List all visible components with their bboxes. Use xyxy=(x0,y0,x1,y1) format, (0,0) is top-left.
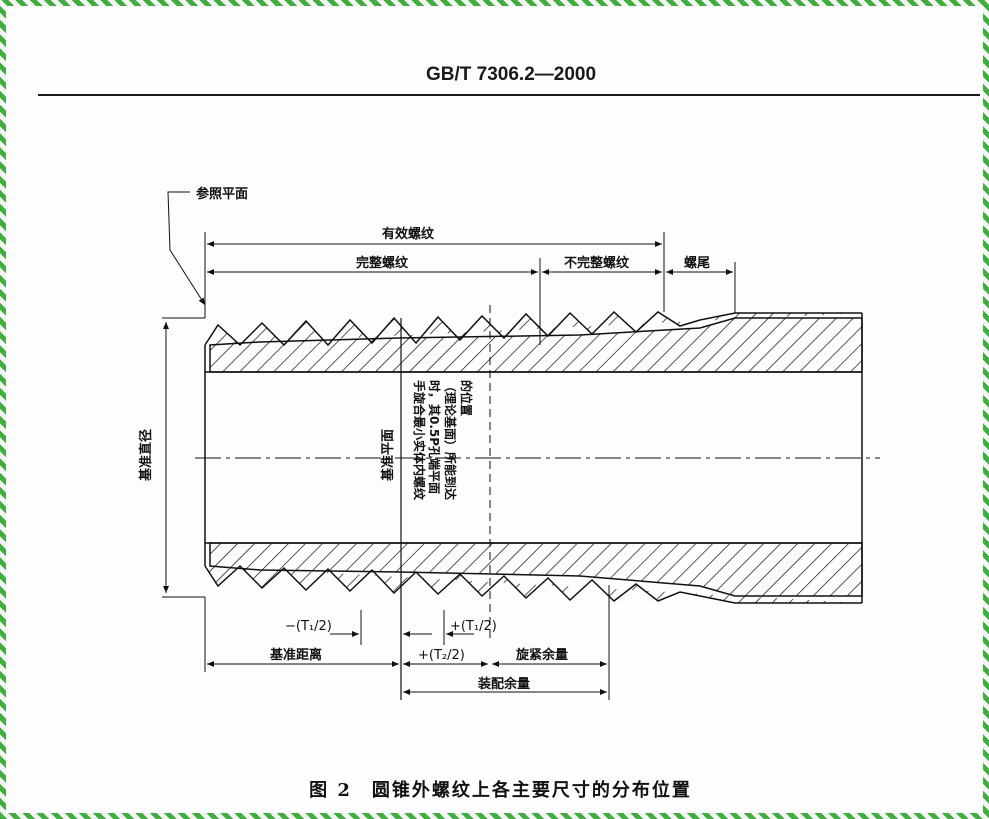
handtight-note-line-2: 时，其0.5P孔端平面 xyxy=(427,380,442,494)
upper-thread-profile xyxy=(204,310,862,347)
header-rule xyxy=(38,94,980,96)
gauge-plane-label: 基准平面 xyxy=(380,429,396,482)
gauge-diameter-label: 基准直径 xyxy=(138,429,154,482)
complete-thread-label: 完整螺纹 xyxy=(356,255,409,271)
handtight-note-line-4: 的位置 xyxy=(459,380,474,416)
handtight-note: 手旋合最小实体内螺纹 时，其0.5P孔端平面 （理论基面）所能到达 的位置 xyxy=(412,380,474,501)
handtight-note-line-3: （理论基面）所能到达 xyxy=(443,380,458,500)
figure-caption: 图 2 圆锥外螺纹上各主要尺寸的分布位置 xyxy=(309,780,692,801)
lower-thread-profile xyxy=(204,564,862,604)
standard-number: GB/T 7306.2—2000 xyxy=(426,64,597,85)
plus-t1-label: +(T₁/2) xyxy=(450,619,497,634)
handtight-note-line-1: 手旋合最小实体内螺纹 xyxy=(412,380,427,501)
effective-thread-label: 有效螺纹 xyxy=(382,226,435,242)
washout-thread-label: 螺尾 xyxy=(684,255,710,271)
fitting-allowance-label: 装配余量 xyxy=(477,676,530,692)
reference-plane-leader xyxy=(167,191,206,306)
plus-t2-label: +(T₂/2) xyxy=(418,648,465,663)
gauge-length-label: 基准距离 xyxy=(269,647,322,663)
wrenching-allowance-label: 旋紧余量 xyxy=(515,647,568,663)
reference-plane-label: 参照平面 xyxy=(196,186,248,202)
incomplete-thread-label: 不完整螺纹 xyxy=(564,255,630,271)
minus-t1-label: −(T₁/2) xyxy=(285,619,332,634)
